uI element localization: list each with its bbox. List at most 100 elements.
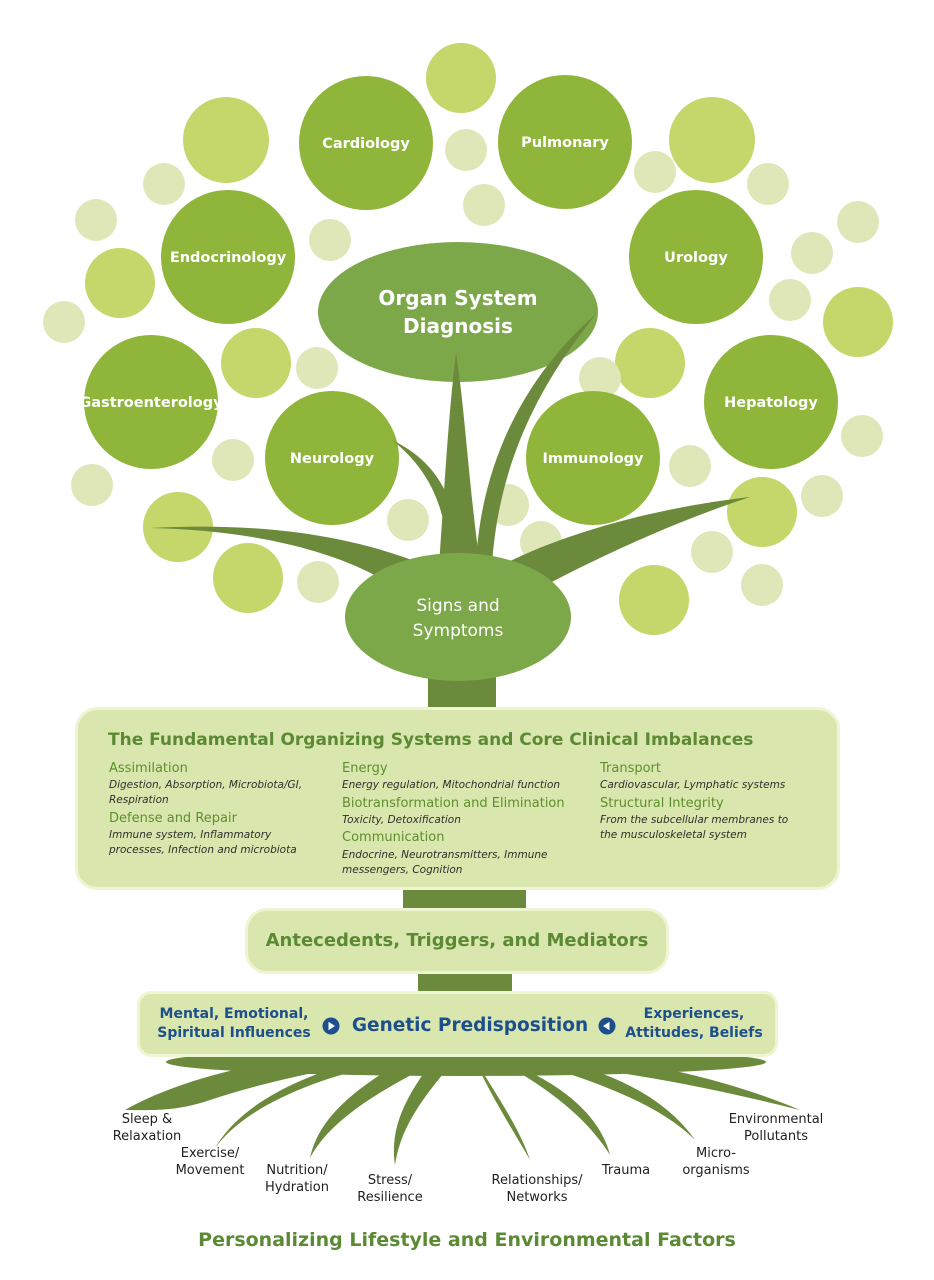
- arrow-left-icon: [598, 1017, 616, 1035]
- urology-circle: [629, 190, 763, 324]
- genetic-left-line-2: Spiritual Influences: [157, 1025, 311, 1041]
- deco-circle: [463, 184, 505, 226]
- deco-circle: [212, 439, 254, 481]
- deco-circle: [634, 151, 676, 193]
- deco-circle: [741, 564, 783, 606]
- root-sleep-line-1: Sleep &: [121, 1112, 173, 1127]
- gastroenterology-circle: [84, 335, 218, 469]
- deco-circle: [769, 279, 811, 321]
- footer-title: Personalizing Lifestyle and Environmenta…: [198, 1229, 736, 1251]
- organ-diagnosis-line-1: Organ System: [378, 286, 537, 310]
- deco-circle: [841, 415, 883, 457]
- root-environmental-line-2: Pollutants: [744, 1129, 808, 1144]
- deco-circle: [669, 445, 711, 487]
- root-stress-line-2: Resilience: [357, 1190, 423, 1205]
- deco-circle: [619, 565, 689, 635]
- arrow-right-icon: [322, 1017, 340, 1035]
- communication-desc-2: messengers, Cognition: [342, 864, 463, 876]
- biotransformation-desc: Toxicity, Detoxification: [342, 814, 461, 826]
- transport-desc: Cardiovascular, Lymphatic systems: [600, 779, 786, 791]
- deco-circle: [85, 248, 155, 318]
- deco-circle: [837, 201, 879, 243]
- root-microorganisms-line-2: organisms: [682, 1163, 750, 1178]
- root-nutrition-line-2: Hydration: [265, 1180, 329, 1195]
- hepatology-circle: [704, 335, 838, 469]
- root-exercise-line-1: Exercise/: [180, 1146, 240, 1161]
- organ-diagnosis-ellipse: [318, 242, 598, 382]
- immunology-circle: [526, 391, 660, 525]
- deco-circle: [183, 97, 269, 183]
- deco-circle: [791, 232, 833, 274]
- pulmonary-label: Pulmonary: [521, 135, 609, 151]
- root-trauma: Trauma: [601, 1163, 651, 1178]
- deco-circle: [801, 475, 843, 517]
- deco-circle: [71, 464, 113, 506]
- deco-circle: [297, 561, 339, 603]
- defense-desc-1: Immune system, Inflammatory: [109, 829, 272, 841]
- communication-desc-1: Endocrine, Neurotransmitters, Immune: [342, 849, 548, 861]
- structural-desc-2: the musculoskeletal system: [600, 829, 747, 841]
- genetic-box: [137, 991, 778, 1057]
- signs-symptoms-ellipse: [345, 553, 571, 681]
- antecedents-box: [245, 908, 669, 974]
- root-microorganisms-line-1: Micro-: [696, 1146, 736, 1161]
- assimilation-desc-2: Respiration: [109, 794, 169, 806]
- urology-label: Urology: [664, 250, 728, 266]
- deco-circle: [691, 531, 733, 573]
- root-exercise-line-2: Movement: [175, 1163, 245, 1178]
- deco-circle: [579, 357, 621, 399]
- energy-desc: Energy regulation, Mitochondrial functio…: [342, 779, 561, 791]
- deco-circle: [669, 97, 755, 183]
- deco-circle: [823, 287, 893, 357]
- organ-system-circles: [84, 75, 838, 525]
- deco-circle: [213, 543, 283, 613]
- deco-circle: [426, 43, 496, 113]
- deco-circle: [309, 219, 351, 261]
- root-relationships-line-1: Relationships/: [491, 1173, 583, 1188]
- deco-circle: [445, 129, 487, 171]
- pulmonary-circle: [498, 75, 632, 209]
- assimilation-title: Assimilation: [109, 761, 188, 776]
- hepatology-label: Hepatology: [724, 395, 818, 411]
- signs-symptoms-line-1: Signs and: [416, 596, 499, 616]
- root-sleep-line-2: Relaxation: [112, 1129, 182, 1144]
- fundamental-systems-box: [75, 707, 840, 890]
- genetic-right-line-2: Attitudes, Beliefs: [625, 1025, 763, 1041]
- energy-title: Energy: [342, 761, 388, 776]
- root-relationships-line-2: Networks: [506, 1190, 568, 1205]
- assimilation-desc-1: Digestion, Absorption, Microbiota/GI,: [109, 779, 303, 791]
- deco-circle: [221, 328, 291, 398]
- deco-circle: [143, 163, 185, 205]
- antecedents-label: Antecedents, Triggers, and Mediators: [265, 930, 649, 951]
- signs-symptoms-line-2: Symptoms: [413, 621, 504, 641]
- deco-circle: [615, 328, 685, 398]
- transport-title: Transport: [600, 761, 662, 776]
- deco-circle: [43, 301, 85, 343]
- deco-circle: [747, 163, 789, 205]
- deco-circle: [296, 347, 338, 389]
- deco-circle: [75, 199, 117, 241]
- decorative-circles: [43, 43, 893, 635]
- immunology-label: Immunology: [543, 451, 645, 467]
- genetic-right-line-1: Experiences,: [643, 1006, 745, 1022]
- neurology-label: Neurology: [290, 451, 375, 467]
- structural-title: Structural Integrity: [600, 796, 724, 811]
- cardiology-label: Cardiology: [322, 136, 410, 152]
- genetic-center-label: Genetic Predisposition: [351, 1015, 589, 1036]
- root-stress-line-1: Stress/: [367, 1173, 413, 1188]
- root-environmental-line-1: Environmental: [728, 1112, 824, 1127]
- endocrinology-label: Endocrinology: [170, 250, 287, 266]
- genetic-left-line-1: Mental, Emotional,: [159, 1006, 309, 1022]
- gastroenterology-label: Gastroenterology: [79, 395, 223, 411]
- deco-circle: [387, 499, 429, 541]
- fundamental-systems-title: The Fundamental Organizing Systems and C…: [108, 730, 754, 750]
- root-nutrition-line-1: Nutrition/: [266, 1163, 328, 1178]
- deco-circle: [727, 477, 797, 547]
- defense-title: Defense and Repair: [109, 811, 237, 826]
- communication-title: Communication: [342, 830, 445, 845]
- defense-desc-2: processes, Infection and microbiota: [109, 844, 297, 856]
- biotransformation-title: Biotransformation and Elimination: [342, 796, 565, 811]
- organ-diagnosis-line-2: Diagnosis: [403, 314, 513, 338]
- endocrinology-circle: [161, 190, 295, 324]
